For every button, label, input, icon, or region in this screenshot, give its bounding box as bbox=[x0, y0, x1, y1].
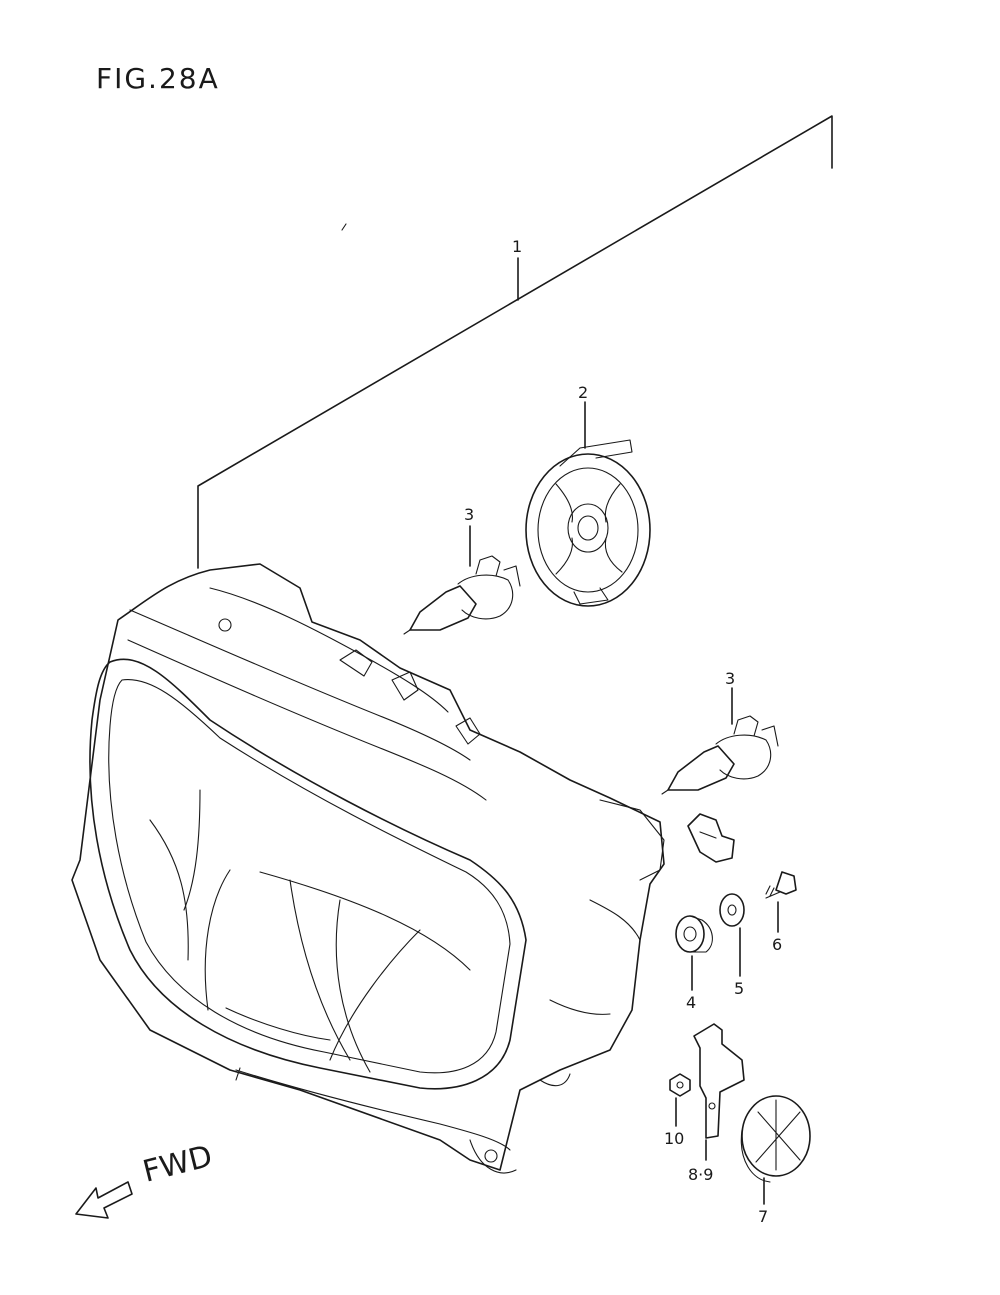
callout-10: 10 bbox=[664, 1129, 684, 1148]
callout-1: 1 bbox=[512, 237, 522, 256]
bulb-lower bbox=[661, 687, 779, 795]
assembly-bracket bbox=[197, 115, 833, 569]
callout-3-lower: 3 bbox=[725, 669, 735, 688]
callout-6: 6 bbox=[772, 935, 782, 954]
callout-7: 7 bbox=[758, 1207, 768, 1226]
socket-connector bbox=[687, 813, 735, 863]
nut-10 bbox=[669, 1073, 691, 1127]
screw-6 bbox=[765, 871, 797, 933]
bracket-8-9 bbox=[693, 1023, 745, 1161]
headlight-assembly bbox=[71, 563, 665, 1174]
cap-7 bbox=[740, 1095, 811, 1205]
washer-5 bbox=[719, 893, 745, 977]
figure-title: FIG.28A bbox=[96, 62, 220, 95]
fwd-label: FWD bbox=[139, 1139, 215, 1190]
callout-8-9: 8·9 bbox=[688, 1165, 713, 1184]
callout-5: 5 bbox=[734, 979, 744, 998]
callout-2: 2 bbox=[578, 383, 588, 402]
grommet-4 bbox=[675, 915, 713, 991]
fwd-arrow bbox=[75, 1181, 133, 1219]
callout-3-upper: 3 bbox=[464, 505, 474, 524]
callout-4: 4 bbox=[686, 993, 696, 1012]
bulb-upper bbox=[403, 525, 521, 635]
bulb-cover bbox=[525, 401, 651, 607]
